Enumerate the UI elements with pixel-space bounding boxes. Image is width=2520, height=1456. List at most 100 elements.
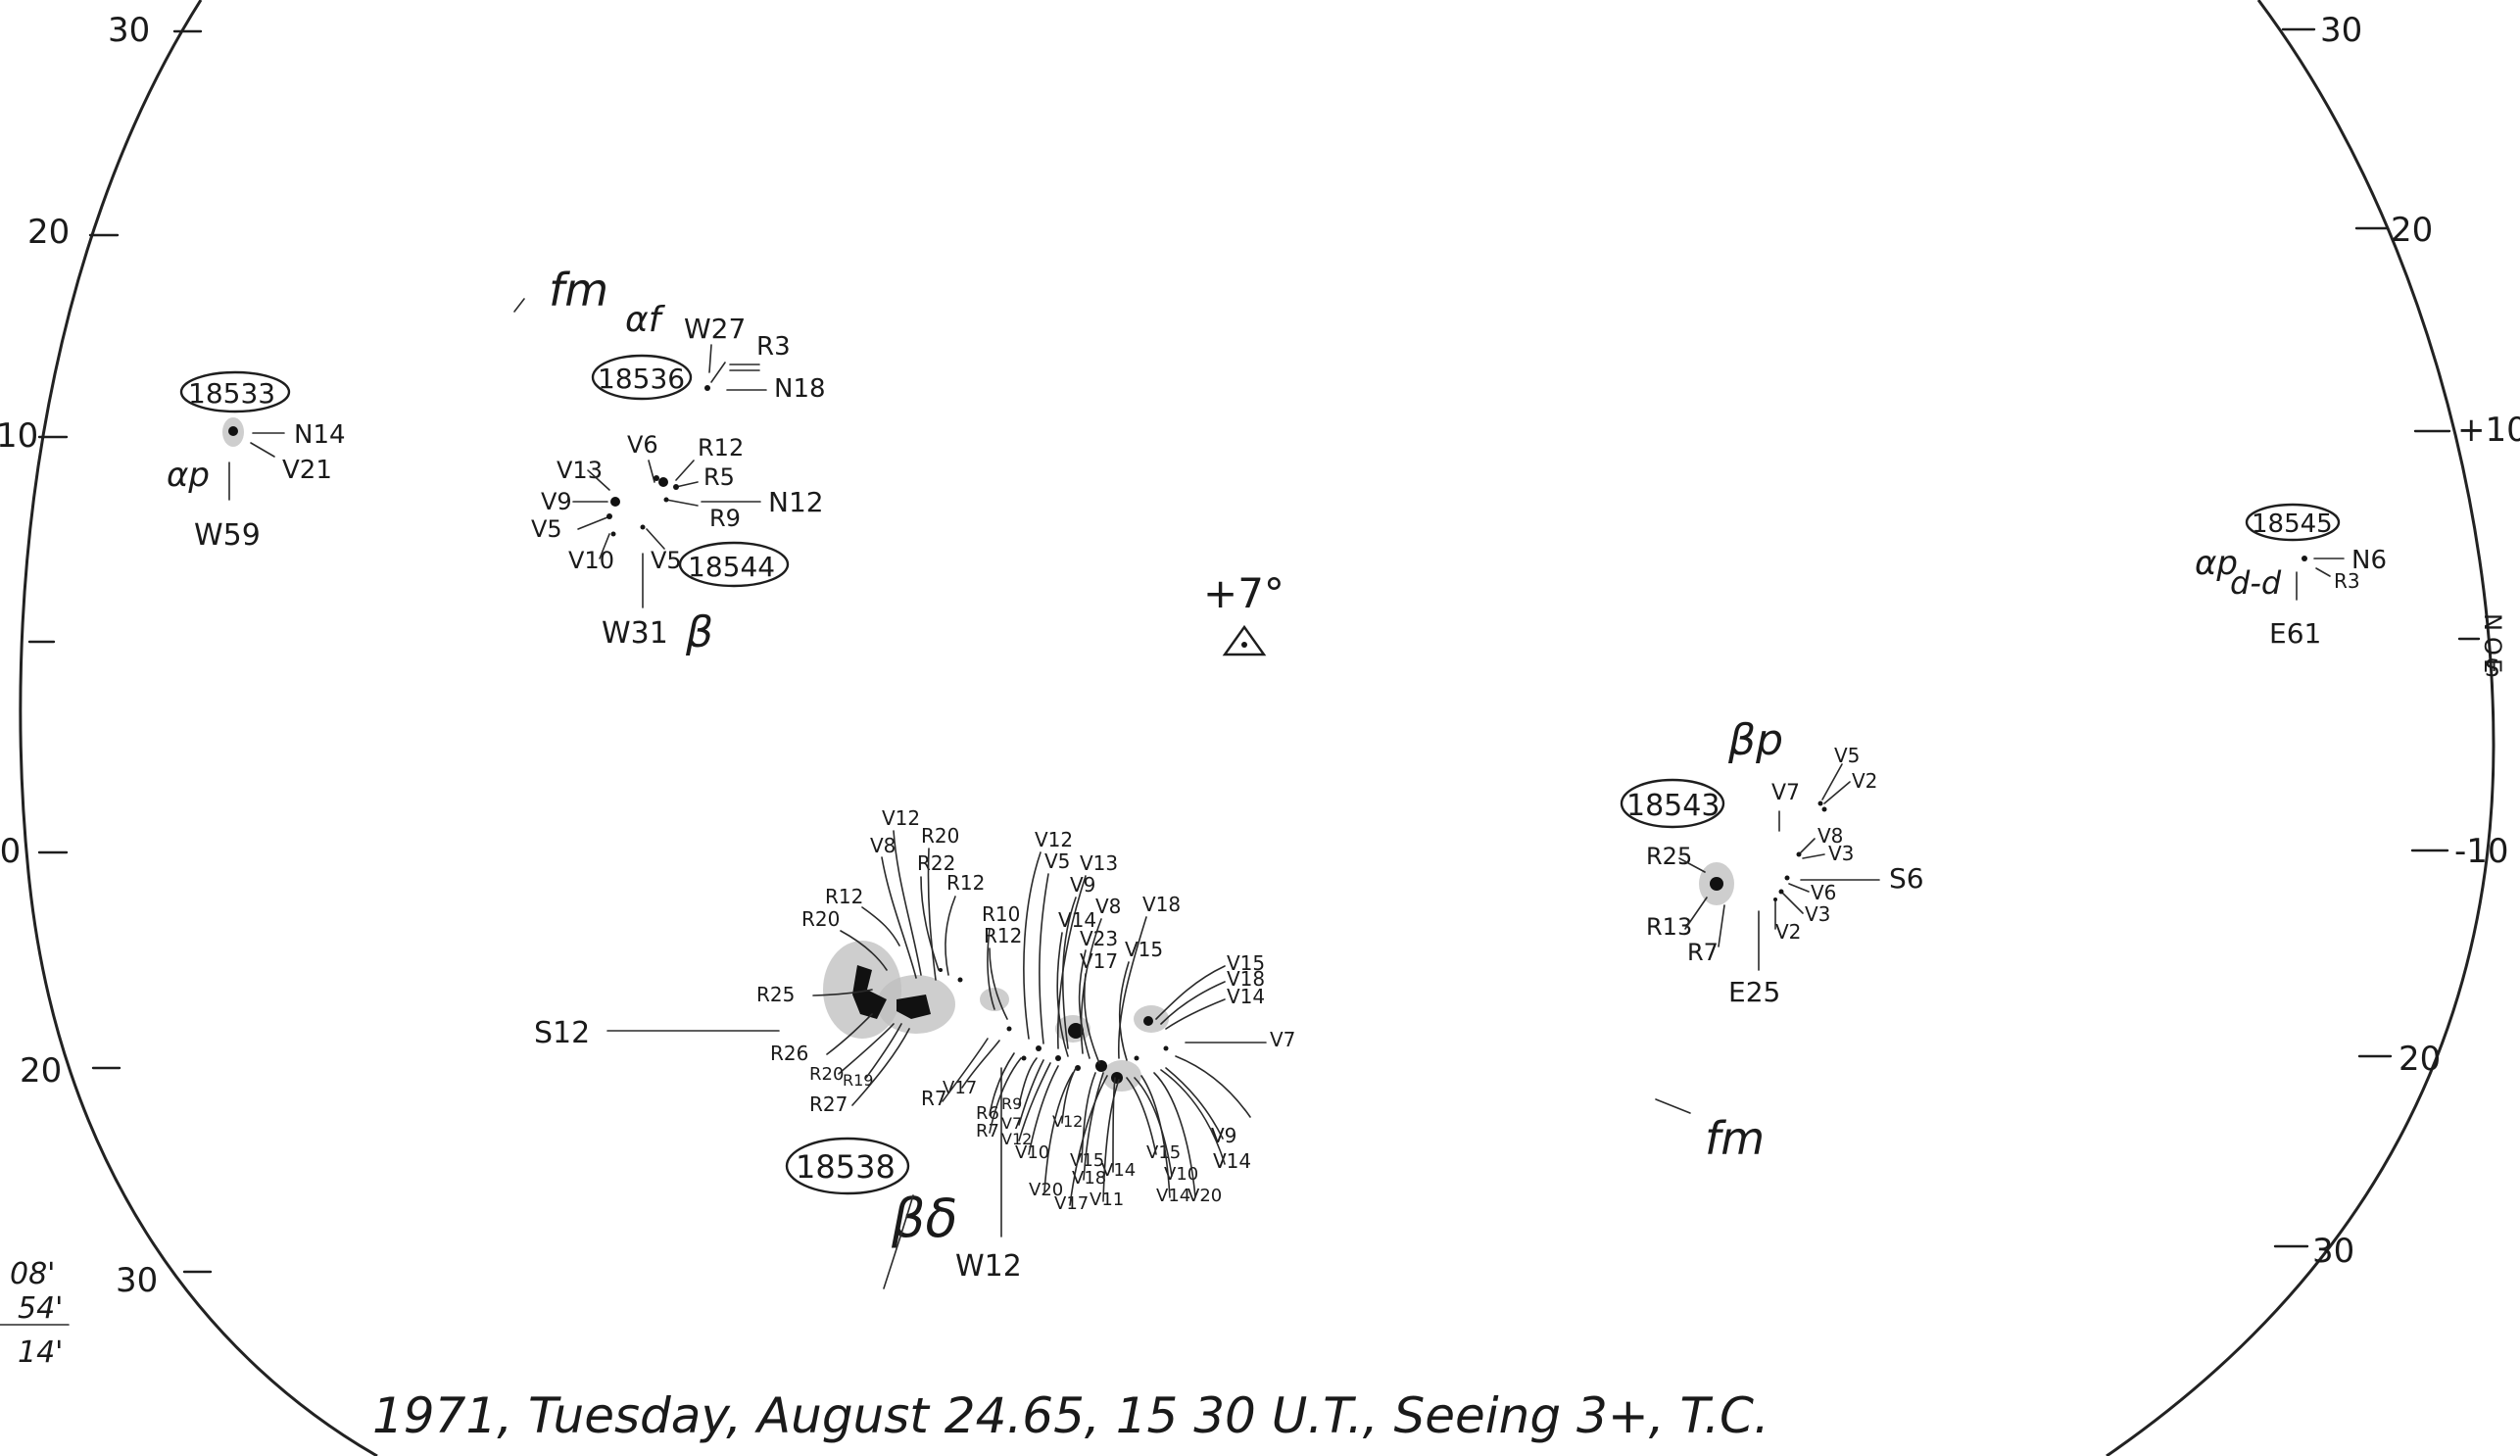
region-label: W59 [194, 518, 261, 553]
region-label: V7 [1001, 1114, 1022, 1133]
region-number: 18543 [1626, 789, 1720, 823]
region-label: R20 [801, 907, 840, 931]
region-class: αf [625, 300, 666, 340]
region-label: V11 [1090, 1189, 1124, 1210]
region-label: V15 [1125, 938, 1163, 961]
region-label: V9 [541, 488, 572, 515]
region-label: R20 [809, 1064, 844, 1085]
region-number: 18544 [688, 551, 775, 583]
region-label: V8 [870, 834, 896, 857]
region-label: V14 [1156, 1186, 1190, 1206]
lat-tick-left-5: 20 [20, 1051, 62, 1091]
region-label: V13 [557, 457, 603, 484]
ns-mark-n: N [2479, 613, 2506, 631]
tilt-label: +7° [1203, 569, 1284, 617]
region-label: V10 [568, 547, 614, 574]
region-label: V2 [1852, 769, 1877, 793]
region-subclass: d-d [2230, 564, 2282, 602]
region-label: V6 [627, 431, 658, 459]
region-label: V14 [1101, 1160, 1136, 1181]
region-number: 18545 [2252, 510, 2333, 539]
region-label: V14 [1227, 985, 1265, 1008]
observer-signature-bottom: fm [1655, 1098, 1765, 1165]
lat-tick-left-1: 30 [108, 11, 150, 50]
region-label: W12 [955, 1249, 1022, 1284]
region-label: R19 [843, 1071, 873, 1090]
observer-signature-top: fm [513, 264, 608, 316]
region-label: R13 [1646, 913, 1692, 941]
region-label: R7 [976, 1121, 999, 1141]
left-latitude-ticks: 30 20 10 10 20 30 [0, 11, 213, 1300]
ns-mark-o: O [2479, 637, 2506, 655]
region-label: R12 [984, 924, 1022, 947]
region-label: V10 [1164, 1164, 1198, 1185]
lat-tick-right-5: 20 [2399, 1040, 2441, 1079]
region-label: S12 [534, 1016, 590, 1050]
region-label: E61 [2269, 617, 2321, 650]
region-label: V13 [1080, 851, 1118, 875]
region-label: V20 [1029, 1180, 1063, 1200]
left-note-3: 14' [18, 1335, 63, 1370]
region-label: R22 [917, 851, 955, 875]
region-label: V3 [1805, 902, 1830, 926]
region-label: V5 [531, 515, 562, 543]
signature: fm [1705, 1112, 1765, 1165]
region-class: βδ [891, 1188, 958, 1249]
right-latitude-ticks: 30 20 +10 -10 20 30 [2273, 11, 2520, 1271]
region-label: R27 [809, 1092, 848, 1116]
region-18536: αf W27 R3 N18 18536 [591, 300, 826, 404]
region-label: R3 [2334, 569, 2360, 593]
lat-tick-left-3: 10 [0, 416, 38, 456]
lat-tick-right-6: 30 [2312, 1232, 2354, 1271]
lat-tick-left-6: 30 [116, 1261, 158, 1300]
region-18544: V6 R12 V13 R5 V9 R9 N12 V5 V10 V5 18544 … [531, 431, 824, 657]
lat-tick-left-2: 20 [27, 213, 70, 252]
signature: fm [549, 264, 608, 316]
region-label: V20 [1187, 1186, 1222, 1206]
region-label: V5 [1834, 744, 1860, 767]
region-label: V14 [1058, 908, 1096, 932]
region-18533: 18533 N14 V21 αp W59 [167, 370, 346, 553]
lat-tick-right-3: +10 [2457, 411, 2520, 450]
region-label: V23 [1080, 927, 1118, 950]
region-label: V12 [882, 806, 920, 830]
region-label: V8 [1817, 824, 1843, 848]
region-label: V3 [1828, 842, 1854, 865]
region-label: R9 [709, 505, 741, 532]
lat-tick-right-2: 20 [2391, 211, 2433, 250]
region-18545: 18545 αp d-d N6 R3 E61 [2195, 503, 2387, 650]
region-label: R26 [770, 1042, 808, 1065]
region-label: V21 [282, 456, 332, 485]
region-number: 18536 [598, 363, 685, 395]
center-mark: +7° [1203, 569, 1284, 656]
region-label: R9 [1001, 1094, 1022, 1113]
left-note-2: 54' [18, 1291, 63, 1326]
region-label: W27 [684, 313, 746, 345]
observation-caption: 1971, Tuesday, August 24.65, 15 30 U.T.,… [372, 1387, 1769, 1444]
lat-tick-right-1: 30 [2320, 11, 2362, 50]
region-label: R25 [1646, 843, 1692, 870]
region-class: βp [1727, 715, 1783, 765]
region-label: V14 [1213, 1149, 1251, 1173]
region-label: R7 [921, 1087, 947, 1110]
region-label: V7 [1771, 781, 1800, 805]
region-label: N14 [294, 420, 346, 450]
region-label: V9 [1211, 1124, 1236, 1147]
region-label: W31 [602, 616, 668, 651]
region-label: R7 [1687, 939, 1719, 966]
region-label: E25 [1728, 976, 1780, 1008]
region-18543: βp V5 V2 V7 V8 V3 R25 V6 S6 V3 R13 V2 R7… [1620, 715, 1924, 1008]
region-number: 18538 [796, 1148, 896, 1186]
region-label: V17 [1054, 1193, 1089, 1214]
region-label: V18 [1142, 893, 1181, 916]
region-label: V15 [1227, 951, 1265, 975]
region-label: V12 [1035, 828, 1073, 851]
region-label: V8 [1095, 895, 1121, 918]
region-label: V17 [1080, 949, 1118, 973]
right-edge-ns-marks: N O E S [2457, 613, 2506, 682]
region-label: V5 [1044, 849, 1070, 873]
lat-tick-right-4: -10 [2454, 832, 2509, 871]
region-18538: S12 W12 V12 V8 R20 R12 R22 R12 R20 R10 R… [534, 806, 1295, 1289]
region-class: αp [167, 456, 210, 495]
